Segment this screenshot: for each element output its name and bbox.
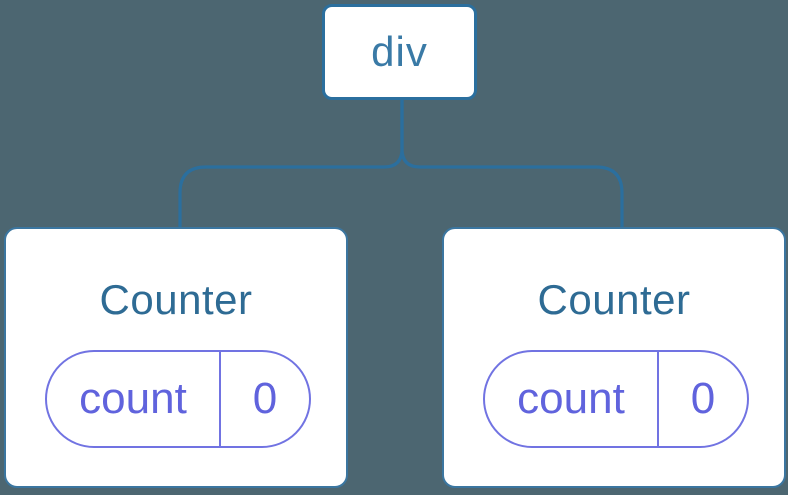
state-key-label: count	[517, 374, 625, 423]
state-value: 0	[219, 352, 309, 446]
state-key-label: count	[79, 374, 187, 423]
connector-right-branch	[400, 100, 624, 229]
root-node-div: div	[322, 4, 477, 100]
counter-card-right: Counter count 0	[442, 227, 786, 488]
counter-title: Counter	[99, 276, 253, 323]
root-node-label: div	[371, 28, 428, 75]
state-pill: count 0	[45, 350, 311, 448]
counter-card-left: Counter count 0	[4, 227, 348, 488]
state-value: 0	[657, 352, 747, 446]
state-pill: count 0	[483, 350, 749, 448]
connector-left-branch	[178, 100, 404, 229]
counter-title: Counter	[537, 276, 691, 323]
